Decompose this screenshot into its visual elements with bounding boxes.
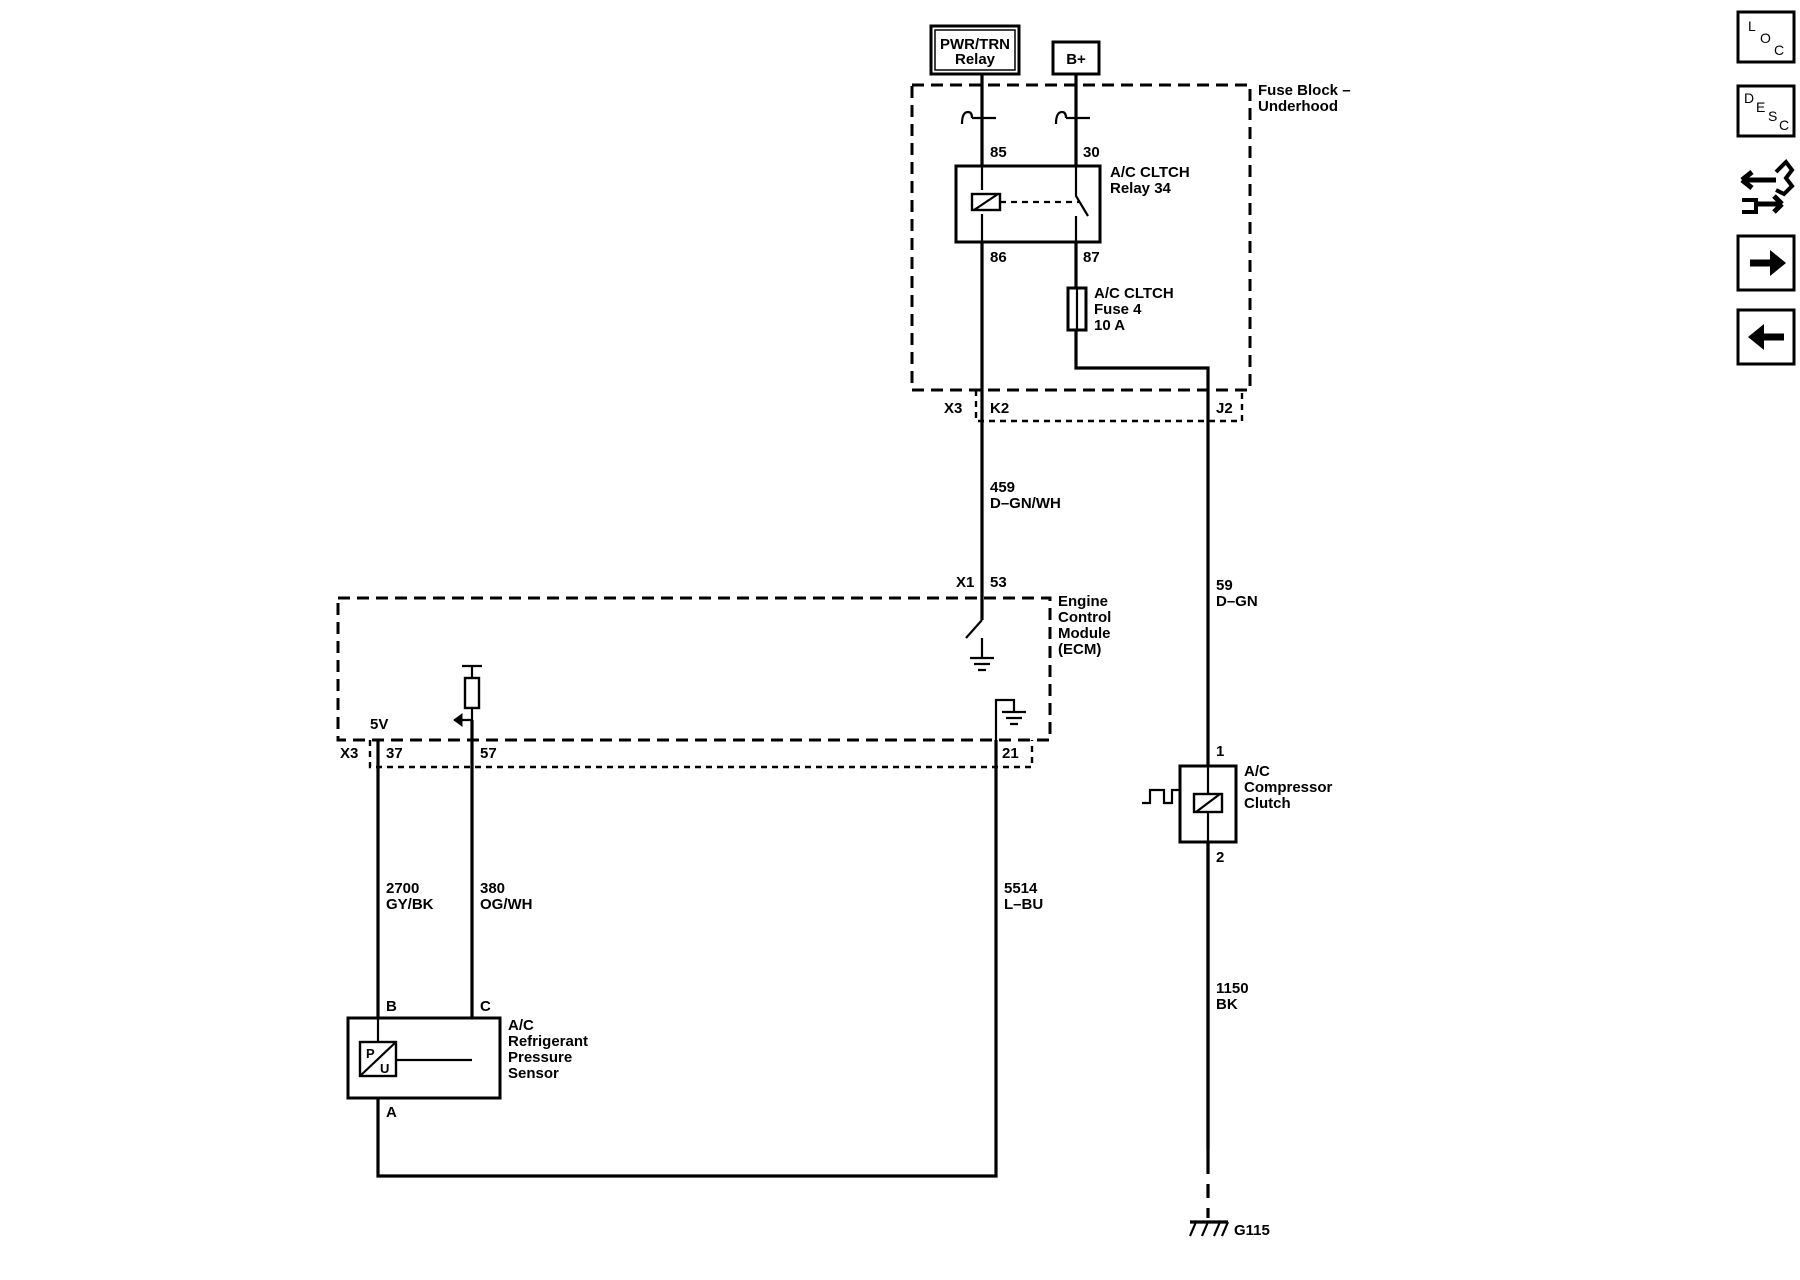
relay-name-line2: Relay 34 <box>1110 180 1172 197</box>
ecm-pin-57: 57 <box>480 745 497 762</box>
desc-letter-d: D <box>1744 90 1754 106</box>
relay-pin-87: 87 <box>1083 249 1100 266</box>
ecm-switch-icon <box>965 619 984 652</box>
fuse-name-line2: Fuse 4 <box>1094 301 1142 318</box>
wire-2700-color: GY/BK <box>386 896 434 913</box>
ecm-outline <box>336 596 1052 742</box>
compressor-pin-2: 2 <box>1216 849 1224 866</box>
sensor-symbol-u: U <box>380 1061 389 1076</box>
wire-59-color: D–GN <box>1216 593 1258 610</box>
ecm-internal-ground-icon <box>970 652 994 672</box>
ecm-title-line4: (ECM) <box>1058 641 1101 658</box>
wire-fuse-to-j2 <box>1074 330 1210 1150</box>
wire-459-circuit: 459 <box>990 479 1015 496</box>
loc-letter-c: C <box>1774 42 1784 58</box>
arrow-left-icon <box>1748 324 1764 350</box>
pwr-trn-relay-source: PWR/TRN Relay <box>929 24 1021 76</box>
wire-59-circuit: 59 <box>1216 577 1233 594</box>
connector-end-view-button[interactable] <box>1740 158 1795 214</box>
fuse-name-line3: 10 A <box>1094 317 1125 334</box>
wire-459-color: D–GN/WH <box>990 495 1061 512</box>
fuse-block-title-line2: Underhood <box>1258 98 1338 115</box>
connector-symbol-85 <box>960 110 996 125</box>
fuse-block-conn-j2: J2 <box>1216 400 1233 417</box>
description-button[interactable]: D E S C <box>1736 84 1796 138</box>
fuse-name-line1: A/C CLTCH <box>1094 285 1174 302</box>
pwr-trn-label-line2: Relay <box>955 51 996 68</box>
ac-clutch-relay <box>954 164 1102 244</box>
ecm-5v-label: 5V <box>370 716 388 733</box>
sensor-pin-b: B <box>386 998 397 1015</box>
next-page-button[interactable] <box>1736 234 1796 292</box>
connector-tools-icon <box>1740 158 1795 214</box>
ac-compressor-clutch <box>1142 764 1238 844</box>
relay-pin-85: 85 <box>990 144 1007 161</box>
ecm-title-line3: Module <box>1058 625 1111 642</box>
b-plus-label: B+ <box>1066 51 1086 68</box>
sensor-name-line3: Pressure <box>508 1049 572 1066</box>
sensor-symbol-p: P <box>366 1046 375 1061</box>
wire-1150-color: BK <box>1216 996 1238 1013</box>
desc-letter-s: S <box>1768 108 1777 124</box>
arrow-right-icon <box>1770 250 1786 276</box>
chassis-ground-icon <box>1188 1220 1230 1237</box>
location-button[interactable]: L O C <box>1736 10 1796 64</box>
fuse-block-conn-x3: X3 <box>944 400 962 417</box>
sensor-pin-c: C <box>480 998 491 1015</box>
desc-letter-c: C <box>1779 117 1789 133</box>
ecm-pin-37: 37 <box>386 745 403 762</box>
wire-380-color: OG/WH <box>480 896 533 913</box>
ecm-title-line1: Engine <box>1058 593 1108 610</box>
wire-380-circuit: 380 <box>480 880 505 897</box>
connector-symbol-30 <box>1054 110 1090 125</box>
relay-pin-30: 30 <box>1083 144 1100 161</box>
ecm-pin-53: 53 <box>990 574 1007 591</box>
ecm-connector-outline <box>368 740 1034 769</box>
ecm-pin21-ground-icon <box>994 698 1026 770</box>
sensor-name-line2: Refrigerant <box>508 1033 588 1050</box>
compressor-pin-1: 1 <box>1216 743 1224 760</box>
sensor-pin-a: A <box>386 1104 397 1121</box>
ecm-conn-x3: X3 <box>340 745 358 762</box>
wire-5514-color: L–BU <box>1004 896 1043 913</box>
desc-letter-e: E <box>1756 99 1765 115</box>
ac-refrigerant-pressure-sensor: P U <box>346 1016 502 1100</box>
loc-letter-l: L <box>1748 18 1756 34</box>
wire-5514 <box>376 740 998 1178</box>
relay-name-line1: A/C CLTCH <box>1110 164 1190 181</box>
b-plus-source: B+ <box>1051 40 1101 76</box>
ecm-pullup-resistor <box>453 664 482 727</box>
wire-2700-circuit: 2700 <box>386 880 419 897</box>
compressor-name-line3: Clutch <box>1244 795 1291 812</box>
fuse-block-title-line1: Fuse Block – <box>1258 82 1351 99</box>
ecm-conn-x1: X1 <box>956 574 974 591</box>
relay-pin-86: 86 <box>990 249 1007 266</box>
pwr-trn-label-line1: PWR/TRN <box>940 36 1010 53</box>
sensor-name-line4: Sensor <box>508 1065 559 1082</box>
ground-label: G115 <box>1234 1222 1270 1239</box>
sensor-name-line1: A/C <box>508 1017 534 1034</box>
previous-page-button[interactable] <box>1736 308 1796 366</box>
loc-letter-o: O <box>1760 30 1771 46</box>
wire-5514-circuit: 5514 <box>1004 880 1038 897</box>
ecm-title-line2: Control <box>1058 609 1111 626</box>
fuse-block-connector-outline <box>974 390 1244 423</box>
relay-switch-icon <box>1074 166 1089 242</box>
ecm-pin-21: 21 <box>1002 745 1019 762</box>
wire-1150-circuit: 1150 <box>1216 980 1249 997</box>
fuse-block-conn-k2: K2 <box>990 400 1009 417</box>
pwm-signal-icon <box>1142 788 1180 805</box>
compressor-name-line1: A/C <box>1244 763 1270 780</box>
compressor-name-line2: Compressor <box>1244 779 1333 796</box>
signal-arrow-icon <box>453 713 463 727</box>
